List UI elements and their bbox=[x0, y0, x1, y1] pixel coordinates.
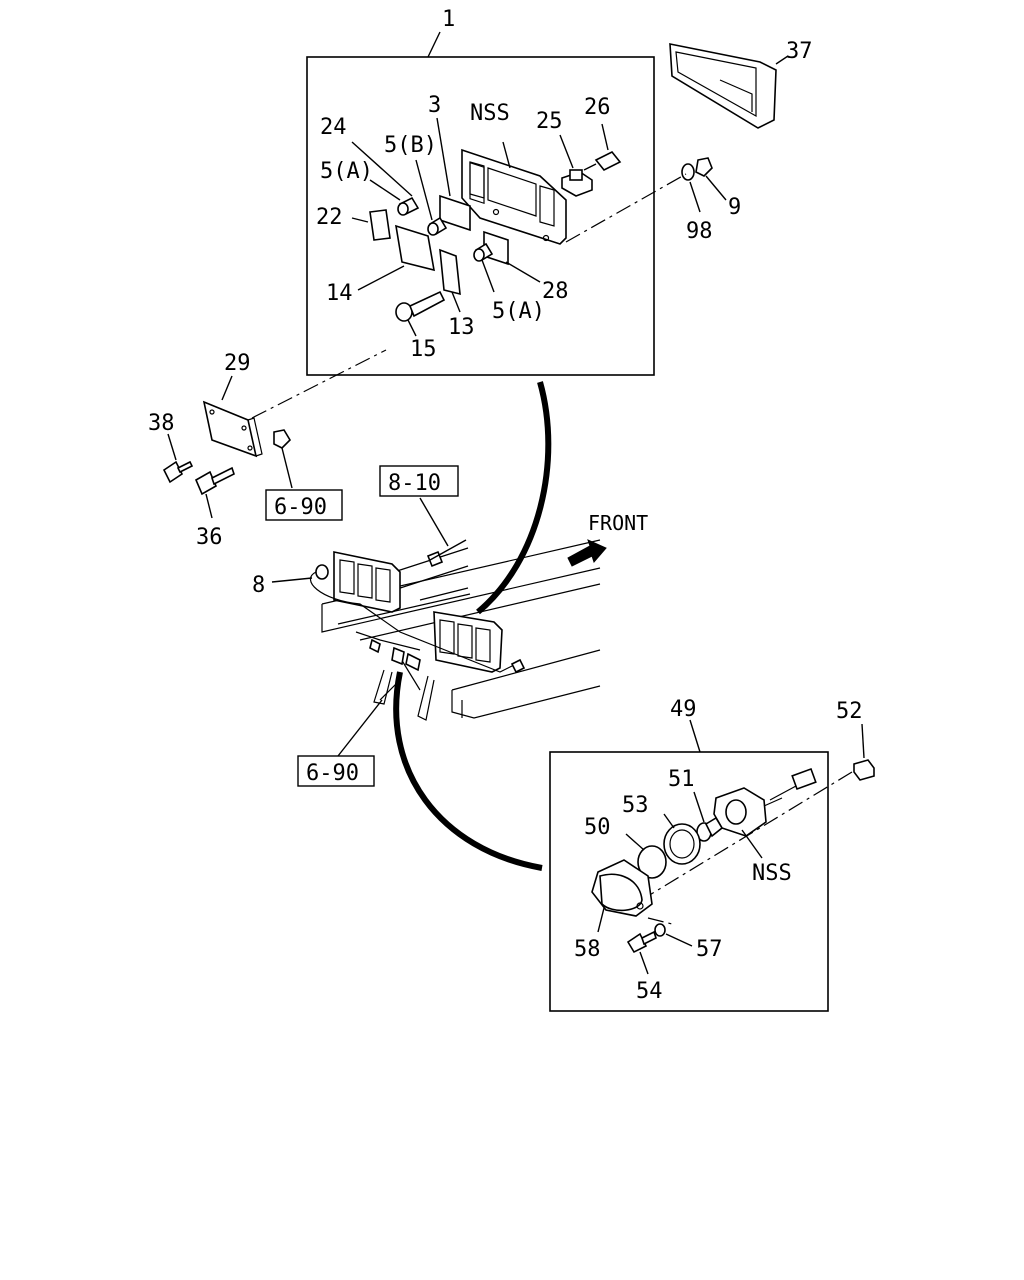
front-direction-group: FRONT bbox=[567, 511, 648, 567]
part-25-switch bbox=[561, 169, 593, 197]
callout-nss-bottom: NSS bbox=[752, 861, 792, 886]
part-98-washer bbox=[681, 163, 695, 181]
callout-3: 3 bbox=[428, 93, 441, 118]
part-9-nut bbox=[695, 157, 713, 177]
callout-5b: 5(B) bbox=[384, 133, 437, 158]
part-5a-bulb-lower bbox=[473, 242, 494, 262]
callout-50: 50 bbox=[584, 815, 611, 840]
callout-5a-bottom: 5(A) bbox=[492, 299, 545, 324]
chassis-lamp-right bbox=[433, 611, 503, 673]
ref-box-6-90-lower bbox=[297, 755, 375, 787]
callout-37: 37 bbox=[786, 39, 813, 64]
callout-22: 22 bbox=[316, 205, 343, 230]
part-54-screw bbox=[626, 930, 657, 954]
chassis-lamp-left bbox=[333, 551, 401, 613]
part-26-screw bbox=[583, 150, 622, 172]
callout-13: 13 bbox=[448, 315, 475, 340]
bracket-nut bbox=[273, 429, 292, 449]
part-36-bolt bbox=[194, 466, 235, 496]
transfer-arrow-bottom bbox=[393, 671, 543, 871]
lamp-housing-nss bbox=[461, 148, 567, 245]
lower-detail-frame bbox=[549, 751, 829, 1012]
callout-1: 1 bbox=[442, 7, 455, 32]
part-3-gasket bbox=[439, 194, 471, 232]
callout-51: 51 bbox=[668, 767, 695, 792]
lower-detail-group: 49 52 NSS 51 53 50 bbox=[549, 697, 875, 1012]
callout-8: 8 bbox=[252, 573, 265, 598]
transfer-arrow-top bbox=[476, 381, 552, 615]
part-37-cover bbox=[669, 43, 777, 129]
callout-15: 15 bbox=[410, 337, 437, 362]
callout-14: 14 bbox=[326, 281, 353, 306]
wiring-harness bbox=[309, 571, 517, 701]
part-53-gasket bbox=[663, 823, 701, 865]
callout-57: 57 bbox=[696, 937, 723, 962]
callout-nss-top: NSS bbox=[470, 101, 510, 126]
ref-6-90-lower: 6-90 bbox=[306, 761, 359, 786]
callout-58: 58 bbox=[574, 937, 601, 962]
part-13-plate bbox=[439, 248, 461, 296]
part-38-bolt bbox=[162, 460, 194, 484]
callout-49: 49 bbox=[670, 697, 697, 722]
callout-36: 36 bbox=[196, 525, 223, 550]
callout-52: 52 bbox=[836, 699, 863, 724]
part-22-plate bbox=[369, 209, 391, 241]
part-57-washer bbox=[654, 923, 666, 937]
part-5b-bulb bbox=[427, 216, 448, 236]
chassis-frame bbox=[321, 539, 601, 719]
callout-9: 9 bbox=[728, 195, 741, 220]
part-52-connector bbox=[853, 759, 875, 781]
part-24-bulb bbox=[397, 196, 420, 216]
callout-38: 38 bbox=[148, 411, 175, 436]
part-50-lens bbox=[637, 845, 667, 879]
top-detail-group: 1 NSS 3 28 25 bbox=[306, 7, 813, 615]
callout-5a-top: 5(A) bbox=[320, 159, 373, 184]
part-socket-nss bbox=[713, 767, 817, 837]
bracket-group: 29 38 36 6-90 bbox=[148, 349, 387, 550]
chassis-group: 8-10 8 F bbox=[252, 465, 648, 871]
ref-box-6-90-upper bbox=[265, 489, 343, 521]
callout-26: 26 bbox=[584, 95, 611, 120]
ref-box-8-10 bbox=[379, 465, 459, 497]
callout-98: 98 bbox=[686, 219, 713, 244]
callout-53: 53 bbox=[622, 793, 649, 818]
part-51-bulb bbox=[696, 816, 724, 842]
callout-54: 54 bbox=[636, 979, 663, 1004]
front-arrow-icon bbox=[567, 539, 607, 567]
front-label: FRONT bbox=[588, 511, 648, 535]
top-detail-frame bbox=[306, 56, 655, 376]
ref-8-10: 8-10 bbox=[388, 471, 441, 496]
part-58-housing bbox=[591, 859, 653, 917]
callout-25: 25 bbox=[536, 109, 563, 134]
callout-29: 29 bbox=[224, 351, 251, 376]
part-15-screw bbox=[395, 290, 446, 322]
ref-6-90-upper: 6-90 bbox=[274, 495, 327, 520]
part-14-plate bbox=[394, 224, 436, 272]
callout-28: 28 bbox=[542, 279, 569, 304]
callout-24: 24 bbox=[320, 115, 347, 140]
